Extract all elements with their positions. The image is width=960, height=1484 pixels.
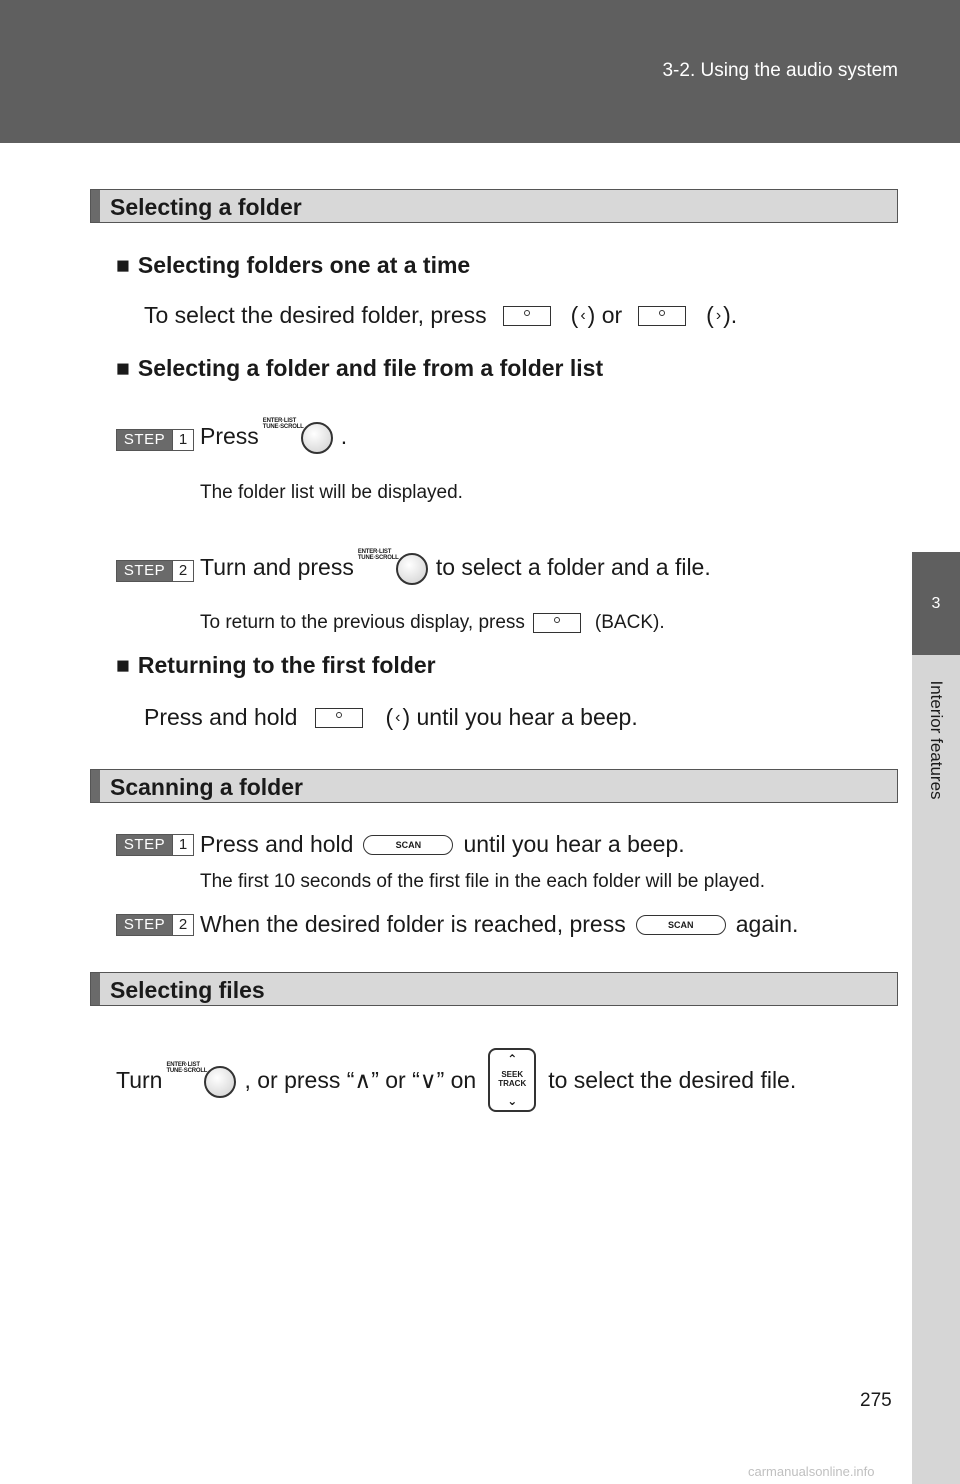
subheading-folder-list: ■Selecting a folder and file from a fold… — [116, 355, 604, 381]
step-badge: STEP 1 — [116, 429, 194, 451]
section-title: 3-2. Using the audio system — [662, 60, 898, 81]
preset-button-icon — [502, 305, 551, 326]
chevron-left-icon: ‹ — [395, 708, 401, 726]
square-bullet-icon: ■ — [116, 355, 130, 381]
section-title-selecting-files: Selecting files — [110, 977, 265, 1003]
section-title-scanning-folder: Scanning a folder — [110, 774, 303, 800]
scan-button-icon: SCAN — [635, 914, 726, 935]
page-header: 3-2. Using the audio system — [0, 0, 960, 143]
step-badge: STEP 1 — [116, 834, 194, 856]
section-header-selecting-folder: Selecting a folder — [90, 189, 898, 223]
instruction-one-at-a-time: To select the desired folder, press ( ‹ … — [144, 302, 738, 328]
chevron-right-icon: › — [715, 306, 722, 324]
section-header-scanning-folder: Scanning a folder — [90, 769, 898, 803]
subheading-one-at-a-time: ■Selecting folders one at a time — [116, 252, 471, 278]
step-badge: STEP 2 — [116, 914, 194, 936]
section-header-selecting-files: Selecting files — [90, 972, 898, 1006]
subheading-first-folder: ■Returning to the first folder — [116, 652, 436, 678]
section-title-selecting-folder: Selecting a folder — [110, 194, 302, 220]
note-return-back: To return to the previous display, press… — [200, 612, 665, 633]
scan-button-icon: SCAN — [363, 834, 454, 855]
page-number: 275 — [860, 1390, 892, 1411]
square-bullet-icon: ■ — [116, 652, 130, 678]
preset-button-icon — [315, 707, 364, 728]
square-bullet-icon: ■ — [116, 252, 130, 278]
scan-step1: Press and hold SCAN until you hear a bee… — [200, 831, 685, 857]
step-badge: STEP 2 — [116, 560, 194, 582]
preset-button-icon — [638, 305, 687, 326]
scan-step2: When the desired folder is reached, pres… — [200, 911, 799, 937]
instruction-first-folder: Press and hold ( ‹ ) until you hear a be… — [144, 704, 638, 730]
chapter-number-tab: 3 — [912, 552, 960, 655]
note-folder-list-displayed: The folder list will be displayed. — [200, 482, 463, 503]
chapter-label: Interior features — [927, 680, 946, 800]
back-button-icon — [532, 613, 581, 633]
note-scan-first-10-seconds: The first 10 seconds of the first file i… — [200, 871, 766, 892]
watermark: carmanualsonline.info — [748, 1464, 875, 1479]
chevron-left-icon: ‹ — [580, 306, 586, 324]
chapter-tab-strip — [912, 655, 960, 1484]
chapter-number: 3 — [931, 594, 941, 612]
